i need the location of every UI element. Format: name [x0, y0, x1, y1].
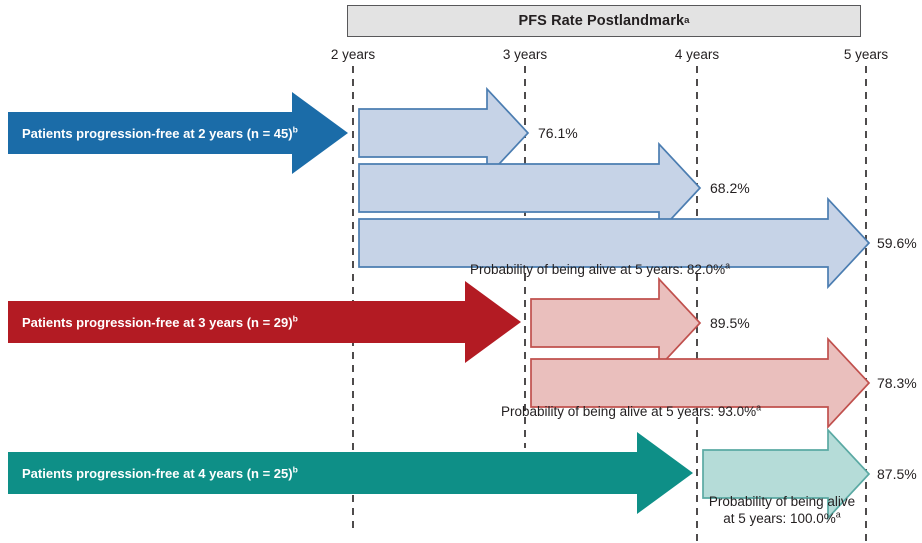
value-label-teal-5-years: 87.5%	[877, 466, 917, 482]
annotation-os-4-years-line1: Probability of being alive	[708, 494, 856, 509]
axis-tick-label-4-years: 4 years	[674, 47, 720, 62]
landmark-label-4-years: Patients progression-free at 4 years (n …	[22, 464, 298, 481]
bar-blue-5-years	[358, 196, 871, 290]
annotation-os-2-years: Probability of being alive at 5 years: 8…	[470, 260, 731, 277]
landmark-label-2-years-superscript: b	[292, 124, 298, 135]
axis-tick-label-3-years: 3 years	[502, 47, 548, 62]
annotation-os-3-years-superscript: a	[756, 402, 762, 413]
landmark-arrow-4-years	[8, 432, 693, 514]
bar-blue-4-years	[358, 141, 702, 235]
value-label-blue-4-years: 68.2%	[710, 180, 750, 196]
annotation-os-2-years-text: Probability of being alive at 5 years: 8…	[470, 262, 726, 277]
landmark-label-4-years-superscript: b	[292, 464, 298, 475]
value-label-blue-3-years: 76.1%	[538, 125, 578, 141]
value-label-red-5-years: 78.3%	[877, 375, 917, 391]
axis-tick-label-5-years: 5 years	[843, 47, 889, 62]
axis-tick-label-2-years: 2 years	[330, 47, 376, 62]
annotation-os-4-years-line2: at 5 years: 100.0%	[723, 510, 836, 526]
landmark-arrow-2-years	[8, 92, 348, 174]
landmark-label-3-years-text: Patients progression-free at 3 years (n …	[22, 315, 293, 330]
header-title-text: PFS Rate Postlandmark	[518, 13, 685, 29]
annotation-os-3-years: Probability of being alive at 5 years: 9…	[501, 402, 762, 419]
value-label-blue-5-years: 59.6%	[877, 235, 917, 251]
landmark-label-2-years-text: Patients progression-free at 2 years (n …	[22, 126, 293, 141]
landmark-arrow-3-years	[8, 281, 521, 363]
annotation-os-3-years-text: Probability of being alive at 5 years: 9…	[501, 404, 757, 419]
annotation-os-2-years-superscript: a	[725, 260, 731, 271]
annotation-os-4-years-superscript: a	[835, 509, 841, 520]
landmark-label-4-years-text: Patients progression-free at 4 years (n …	[22, 466, 293, 481]
landmark-label-3-years: Patients progression-free at 3 years (n …	[22, 313, 298, 330]
bar-red-4-years	[530, 276, 702, 370]
value-label-red-4-years: 89.5%	[710, 315, 750, 331]
landmark-label-2-years: Patients progression-free at 2 years (n …	[22, 124, 298, 141]
bar-blue-3-years	[358, 86, 530, 180]
landmark-label-3-years-superscript: b	[292, 313, 298, 324]
bar-red-5-years	[530, 336, 871, 430]
bar-teal-5-years	[702, 427, 871, 521]
